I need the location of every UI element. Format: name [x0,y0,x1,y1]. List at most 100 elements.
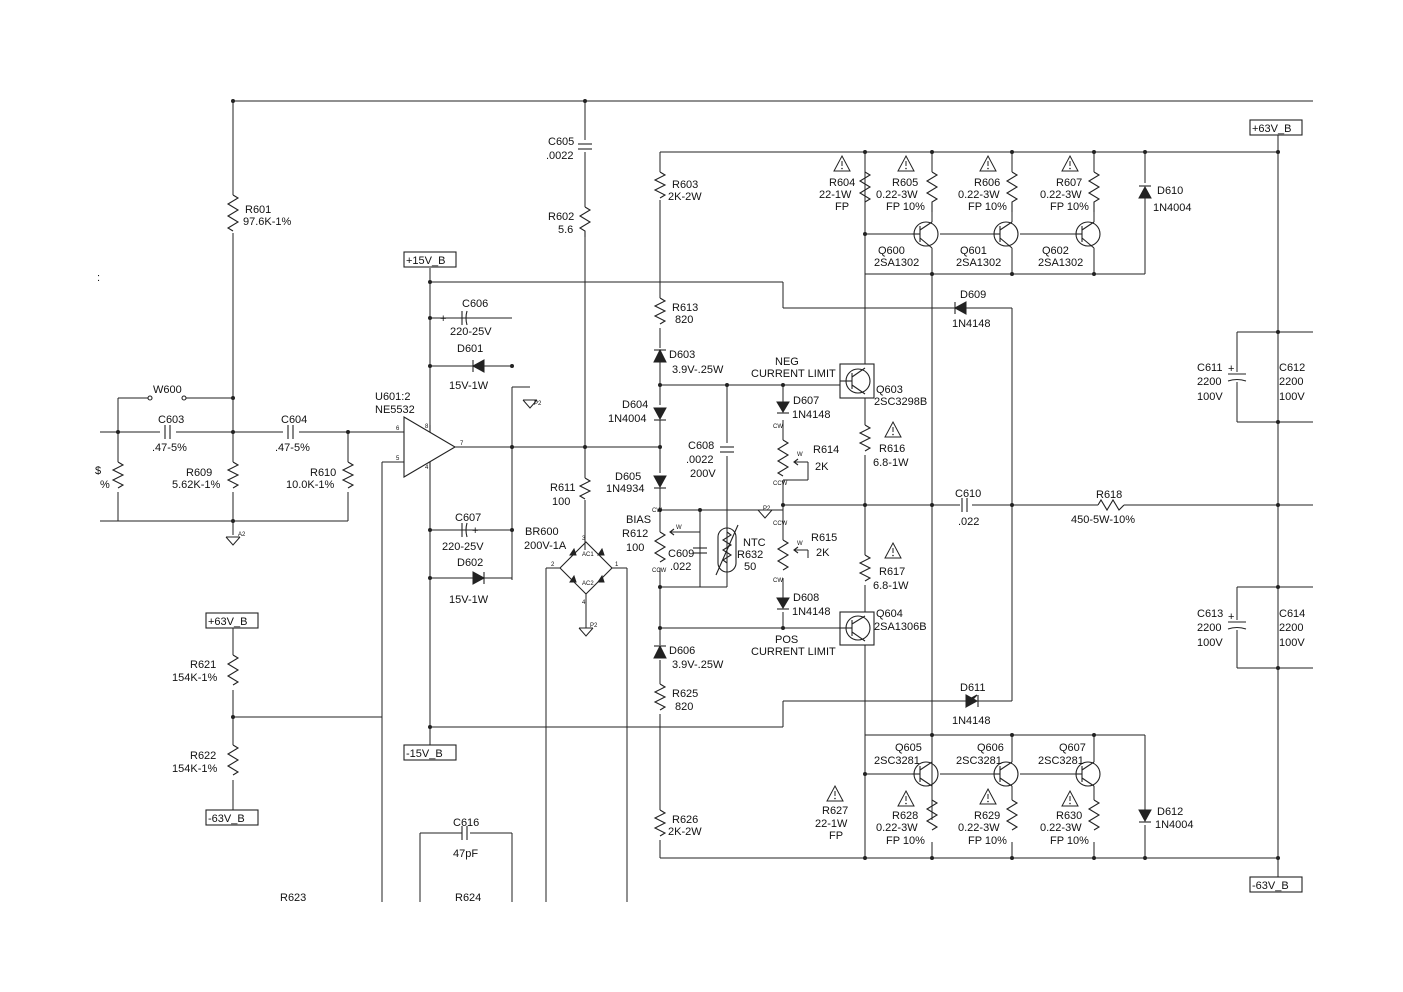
q601-value: 2SA1302 [956,257,1001,269]
q607-value: 2SC3281 [1038,755,1084,767]
rail-boxes [205,119,1303,893]
c614-ref: C614 [1279,608,1305,620]
pin-br-1: 1 [615,562,619,568]
w600-ref: W600 [153,384,182,396]
r624-ref: R624 [455,892,481,904]
c603-ref: C603 [158,414,184,426]
c616-ref: C616 [453,817,479,829]
r632-extra: NTC [743,537,766,549]
c610-ref: C610 [955,488,981,500]
rail-m63-left: -63V_B [208,813,245,825]
r630-symbol [1087,799,1101,831]
r623-ref: R623 [280,892,306,904]
r625-symbol [653,683,667,711]
pin-r615-w: W [797,541,803,547]
d605-value: 1N4934 [606,483,645,495]
gnd-a2: A2 [238,532,246,538]
r601-ref: R601 [245,204,271,216]
c612-extra: 100V [1279,391,1305,403]
pin-op-vplus: 8 [425,424,429,430]
u601-ref: U601:2 [375,391,410,403]
r630-value: 0.22-3W [1040,822,1082,834]
d607-value: 1N4148 [792,409,831,421]
r629-extra: FP 10% [968,835,1007,847]
r609-symbol [226,461,240,489]
d604-ref: D604 [622,399,648,411]
r630-extra: FP 10% [1050,835,1089,847]
c616-value: 47pF [453,848,478,860]
r616-symbol [858,424,872,452]
d611-ref: D611 [960,682,985,694]
c610-value: .022 [958,516,979,528]
pin-r615-cw: CW [773,578,783,584]
r632-ref: R632 [737,549,763,561]
d611-value: 1N4148 [952,715,991,727]
d601-value: 15V-1W [449,380,489,392]
d612-ref: D612 [1157,806,1183,818]
c609-ref: C609 [668,548,694,560]
pos-limit-2: CURRENT LIMIT [751,646,836,658]
r627-value: 22-1W [815,818,848,830]
q603-value: 2SC3298B [874,396,927,408]
q600-value: 2SA1302 [874,257,919,269]
r613-ref: R613 [672,302,698,314]
d603-ref: D603 [669,349,695,361]
r621-ref: R621 [190,659,216,671]
r627-ref: R627 [822,805,848,817]
c611-ref: C611 [1197,362,1222,374]
c606-ref: C606 [462,298,488,310]
op-amp-u601 [403,416,457,478]
c608-ref: C608 [688,440,714,452]
c612-value: 2200 [1279,376,1303,388]
d602-ref: D602 [457,557,483,569]
diodes [471,185,1152,823]
wiring [100,100,1313,902]
r612-value: 100 [626,542,644,554]
r618-value: 450-5W-10% [1071,514,1135,526]
q601-ref: Q601 [960,245,987,257]
r629-value: 0.22-3W [958,822,1000,834]
q607-ref: Q607 [1059,742,1086,754]
c612-ref: C612 [1279,362,1305,374]
r605-value: 0.22-3W [876,189,918,201]
q605-value: 2SC3281 [874,755,920,767]
d603-value: 3.9V-.25W [672,364,724,376]
pin-br-ac1: AC1 [582,552,594,558]
r607-extra: FP 10% [1050,201,1089,213]
r606-extra: FP 10% [968,201,1007,213]
u601-value: NE5532 [375,404,415,416]
r614-ref: R614 [813,444,839,456]
r628-extra: FP 10% [886,835,925,847]
pin-r612-cw: CW [652,508,662,514]
r626-ref: R626 [672,814,698,826]
r611-symbol [578,477,592,500]
d609-value: 1N4148 [952,318,991,330]
d608-ref: D608 [793,592,819,604]
r603-ref: R603 [672,179,698,191]
rail-p63-right: +63V_B [1252,123,1291,135]
r605-symbol [925,171,939,212]
q605-ref: Q605 [895,742,922,754]
c613-ref: C613 [1197,608,1223,620]
r606-symbol [1005,171,1019,212]
percent-left: % [100,479,110,491]
r603-value: 2K-2W [668,191,702,203]
r613-symbol [653,297,667,325]
r601-symbol [226,194,240,232]
r612-symbol [653,531,667,563]
colon-left: : [97,272,100,284]
r601-value: 97.6K-1% [243,216,292,228]
r602-ref: R602 [548,211,574,223]
c614-extra: 100V [1279,637,1305,649]
transistors [839,221,1101,787]
bridge-br600 [559,541,613,595]
r632-value: 50 [744,561,756,573]
r605-extra: FP 10% [886,201,925,213]
pin-r612-w: W [676,525,682,531]
r606-ref: R606 [974,177,1000,189]
c608-value: .0022 [686,454,714,466]
r628-value: 0.22-3W [876,822,918,834]
q604-ref: Q604 [876,608,903,620]
r610-ref: R610 [310,467,336,479]
pin-r614-w: W [797,452,803,458]
